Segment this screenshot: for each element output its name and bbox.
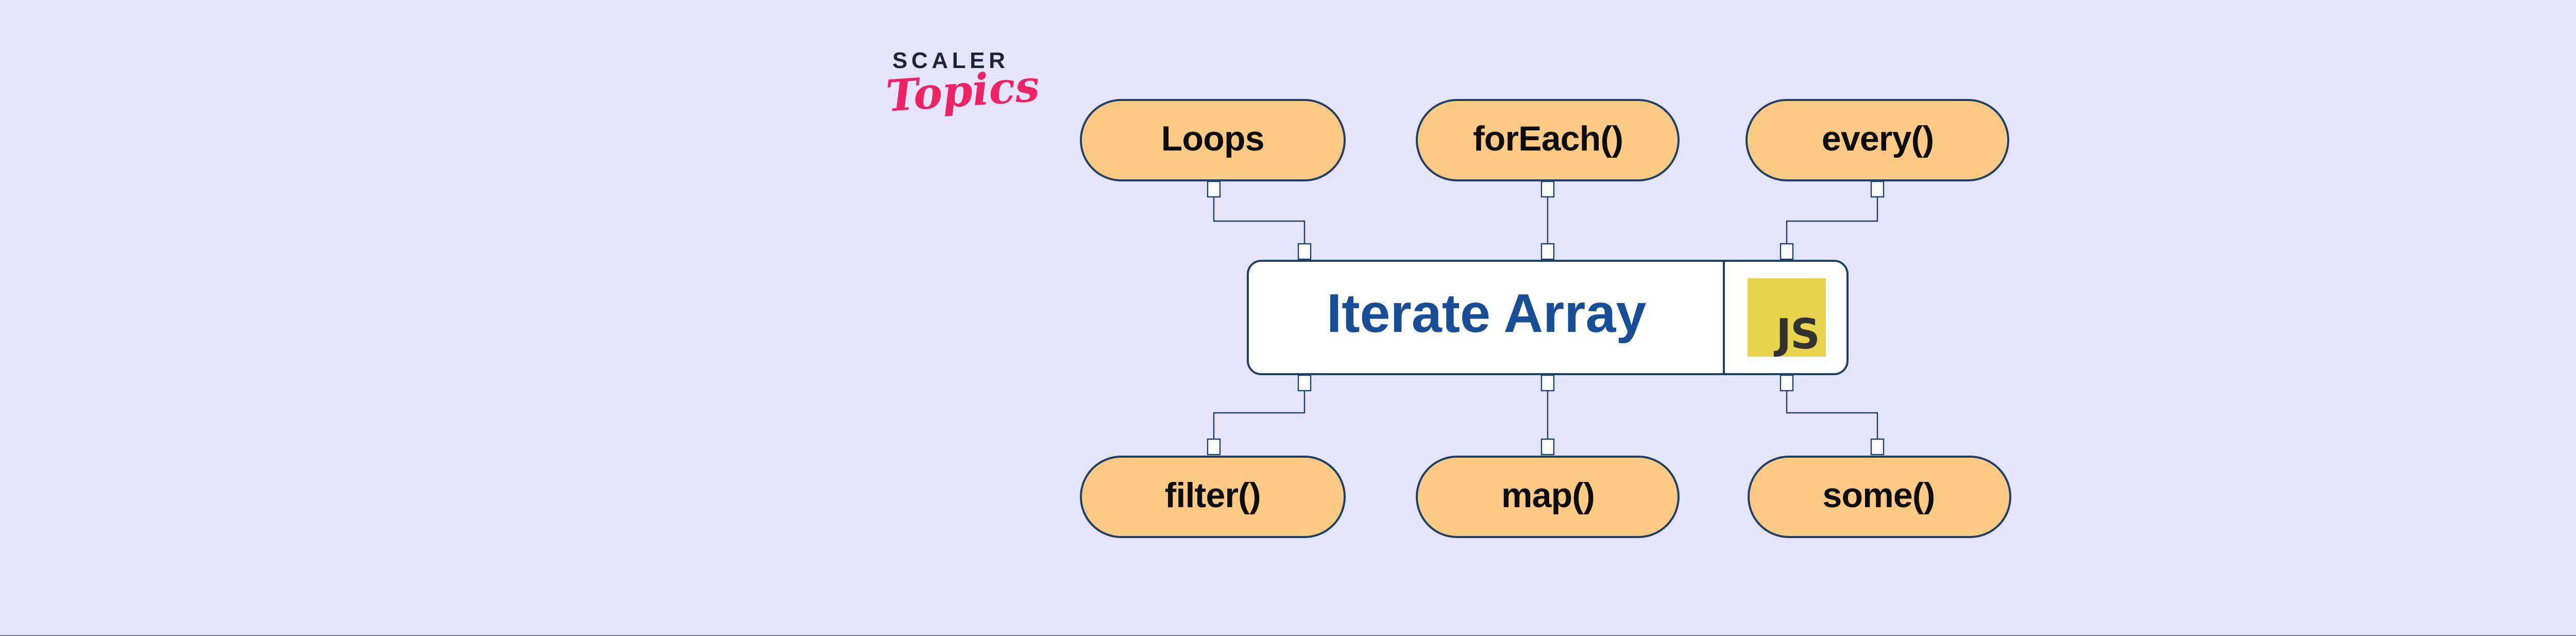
node-every-label: every() <box>1821 120 1934 159</box>
javascript-logo-icon: JS <box>1747 278 1825 358</box>
connector-port <box>1540 374 1555 392</box>
node-map: map() <box>1416 455 1681 537</box>
center-node-title: Iterate Array <box>1326 282 1647 344</box>
brand-logo: SCALER Topics <box>885 49 1041 122</box>
javascript-logo-label: JS <box>1776 308 1820 358</box>
connector-port <box>1780 243 1794 260</box>
node-loops: Loops <box>1080 99 1345 181</box>
node-loops-label: Loops <box>1161 120 1265 159</box>
connector-port <box>1870 438 1885 456</box>
node-some-label: some() <box>1822 475 1936 514</box>
node-filter: filter() <box>1080 455 1345 537</box>
node-foreach: forEach() <box>1416 99 1681 181</box>
connector-port <box>1870 180 1885 198</box>
connector-line-top-right <box>1786 197 1878 244</box>
connector-port <box>1297 243 1312 260</box>
connector-port <box>1297 374 1312 392</box>
center-node: Iterate Array JS <box>1247 259 1849 375</box>
node-every: every() <box>1745 99 2010 181</box>
scaler-wordmark: SCALER <box>892 49 1009 74</box>
connector-port <box>1540 180 1555 198</box>
connector-port <box>1207 180 1221 198</box>
node-filter-label: filter() <box>1164 475 1261 514</box>
connector-port <box>1540 438 1555 456</box>
center-node-badge-section: JS <box>1725 261 1846 373</box>
connector-line-bottom-left <box>1213 391 1306 439</box>
connector-port <box>1780 374 1794 392</box>
image-bottom-edge-line <box>0 634 2576 636</box>
connector-line-bottom-right <box>1786 391 1878 439</box>
center-node-title-section: Iterate Array <box>1249 261 1726 373</box>
node-some: some() <box>1747 455 2011 537</box>
connector-port <box>1540 243 1555 260</box>
node-foreach-label: forEach() <box>1472 120 1623 159</box>
connector-line-top-left <box>1213 197 1306 244</box>
connector-port <box>1207 438 1221 456</box>
node-map-label: map() <box>1501 475 1595 514</box>
